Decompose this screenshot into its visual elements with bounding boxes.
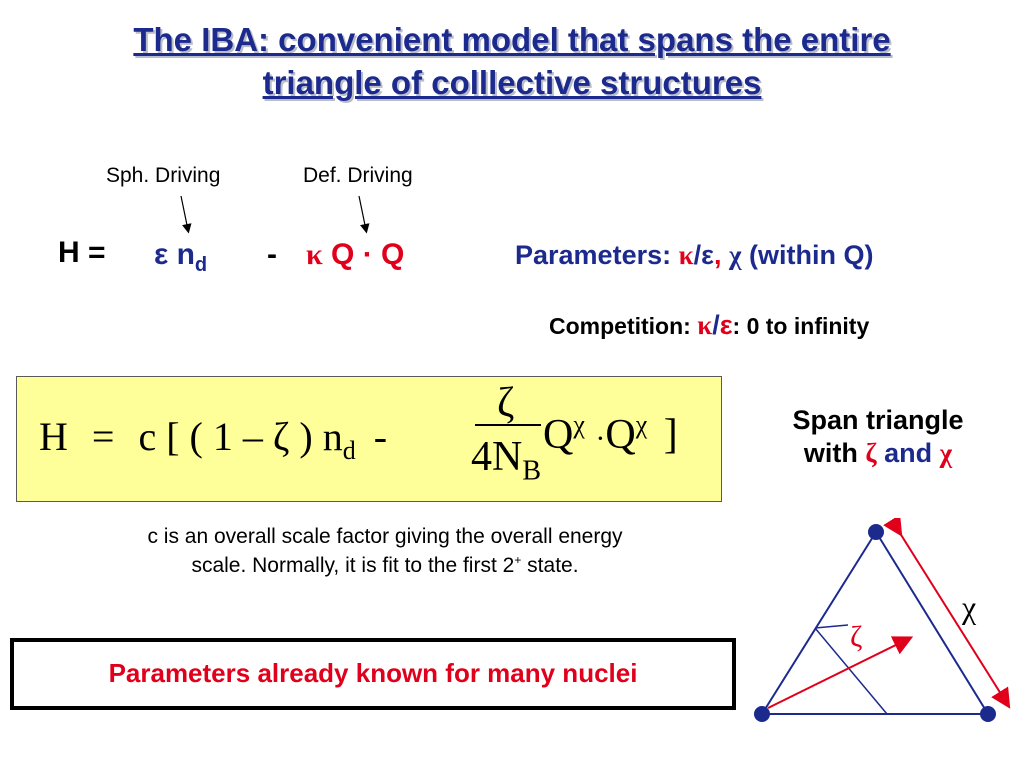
chi-arrow <box>883 518 1011 709</box>
title-line-2: triangle of colllective structures <box>262 64 762 101</box>
parameters-label: Parameters: <box>515 240 672 270</box>
known-parameters-box: Parameters already known for many nuclei <box>10 638 736 710</box>
def-driving-arrow <box>358 195 370 234</box>
formula-chi1: χ <box>573 410 585 439</box>
span-line-2: with ζ and χ <box>760 437 996 470</box>
formula-q2: Q <box>605 412 636 458</box>
param-within: (within Q) <box>748 240 874 270</box>
comp-range: : 0 to infinity <box>732 313 870 339</box>
competition-line: Competition: κ/ε: 0 to infinity <box>549 310 869 341</box>
span-with: with <box>803 438 858 468</box>
formula-c-open: c [ ( 1 – ζ ) n <box>138 414 343 459</box>
sph-driving-label: Sph. Driving <box>106 164 221 187</box>
comp-eps: ε <box>719 310 733 340</box>
competition-label: Competition: <box>549 313 691 339</box>
span-and: and <box>884 438 933 468</box>
formula-h: H <box>39 414 68 459</box>
span-line-1: Span triangle <box>792 405 964 435</box>
title-line-1: The IBA: convenient model that spans the… <box>133 21 891 58</box>
chi-label: χ <box>961 589 977 625</box>
span-zeta: ζ <box>865 438 877 468</box>
formula-qq: Qχ ·Qχ ] <box>543 411 678 459</box>
formula-minus: - <box>373 414 388 459</box>
formula-eq: = <box>91 414 115 459</box>
formula-n-sub: d <box>342 436 356 465</box>
q1-symbol: Q <box>331 238 355 271</box>
parameters-line: Parameters: κ/ε, χ (within Q) <box>515 240 873 271</box>
triangle-outline <box>760 530 990 715</box>
sph-driving-arrow <box>180 195 192 234</box>
vertex-top <box>868 524 884 540</box>
eps-symbol: ε <box>154 238 169 271</box>
zeta-arrow <box>767 636 914 709</box>
dot-symbol: · <box>362 238 373 271</box>
vertex-left <box>754 706 770 722</box>
hamiltonian-lhs: H = <box>58 236 106 269</box>
kappa-symbol: κ <box>306 238 323 271</box>
formula-frac-num: ζ <box>497 380 515 426</box>
plus-superscript: + <box>514 553 522 567</box>
formula-chi2: χ <box>635 410 648 439</box>
zeta-label: ζ <box>850 620 862 653</box>
span-chi: χ <box>939 438 953 468</box>
def-driving-label: Def. Driving <box>303 164 413 187</box>
hamiltonian-minus: - <box>267 238 277 271</box>
formula-q1: Q <box>543 412 574 458</box>
span-triangle-text: Span triangle with ζ and χ <box>760 404 996 470</box>
hamiltonian-eps-nd: ε nd <box>154 238 207 275</box>
formula-frac-den: 4NB <box>471 433 541 485</box>
formula-main: H = c [ ( 1 – ζ ) nd - <box>39 413 388 464</box>
n-subscript: d <box>194 254 208 276</box>
formula-den-sub: B <box>522 455 542 487</box>
casten-triangle: χ ζ <box>754 518 1011 722</box>
driving-arrows <box>180 195 370 234</box>
vertex-right <box>980 706 996 722</box>
param-kappa: κ <box>678 240 694 270</box>
n-symbol: n <box>176 238 195 271</box>
formula-box: H = c [ ( 1 – ζ ) nd - ζ 4NB Qχ ·Qχ ] <box>16 376 722 502</box>
formula-close: ] <box>663 412 678 458</box>
comp-slash: / <box>712 310 720 340</box>
slide-title: The IBA: convenient model that spans the… <box>40 18 984 104</box>
inner-line-1 <box>814 627 888 715</box>
comp-kappa: κ <box>697 310 713 340</box>
known-parameters-text: Parameters already known for many nuclei <box>108 658 638 688</box>
scale-note-line-1: c is an overall scale factor giving the … <box>147 525 623 548</box>
formula-frac-bar <box>475 424 541 426</box>
param-slash: / <box>693 240 702 270</box>
q2-symbol: Q <box>381 238 405 271</box>
formula-dot: · <box>595 422 606 455</box>
param-comma: , <box>713 240 722 270</box>
hamiltonian-kappa-qq: κ Q · Q <box>306 238 404 272</box>
formula-den-4n: 4N <box>471 434 523 480</box>
param-eps: ε <box>701 240 714 270</box>
inner-line-2 <box>814 624 849 629</box>
param-chi: χ <box>728 240 742 270</box>
scale-note: c is an overall scale factor giving the … <box>40 522 730 580</box>
scale-note-line-2: scale. Normally, it is fit to the first … <box>191 553 579 577</box>
